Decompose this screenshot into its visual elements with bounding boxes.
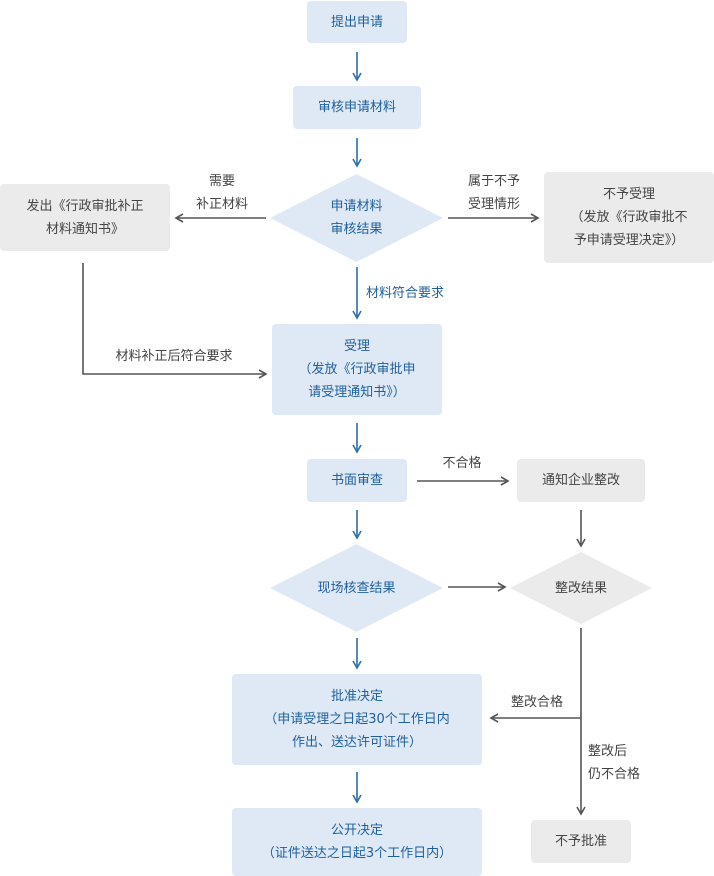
node-label-line: 请受理通知书》） xyxy=(308,385,406,400)
node-written-review: 书面审查 xyxy=(307,459,407,502)
edge-label-unqualified: 不合格 xyxy=(442,456,482,471)
node-label-line: （申请受理之日起30个工作日内 xyxy=(264,712,450,727)
edge-label-line: 属于不予 xyxy=(467,174,520,189)
node-label: 提出申请 xyxy=(330,14,383,30)
node-label: 审核申请材料 xyxy=(317,100,396,115)
node-label-line: 予申请受理决定》） xyxy=(573,233,685,248)
node-label-line: 受理 xyxy=(343,339,370,354)
node-not-approved: 不予批准 xyxy=(531,820,631,863)
node-label: 书面审查 xyxy=(330,473,383,488)
node-label-line: 申请材料 xyxy=(330,199,383,214)
edge-label-materials-compliant: 材料符合要求 xyxy=(366,286,445,301)
node-accepted: 受理 （发放《行政审批申 请受理通知书》） xyxy=(272,324,442,415)
node-onsite-inspection-result: 现场核查结果 xyxy=(270,544,443,632)
diamond-shape xyxy=(270,544,443,632)
node-approval-decision: 批准决定 （申请受理之日起30个工作日内 作出、送达许可证件） xyxy=(232,674,482,765)
node-materials-review-result: 申请材料 审核结果 xyxy=(270,174,443,262)
node-label-line: 发出《行政审批补正 xyxy=(26,198,144,214)
node-issue-correction-notice: 发出《行政审批补正 材料通知书》 xyxy=(0,184,170,251)
edge-label-line: 需要 xyxy=(208,174,235,189)
node-label: 不予批准 xyxy=(554,834,607,849)
edge-label-line: 整改后 xyxy=(588,744,628,759)
edge-label-line: 仍不合格 xyxy=(588,767,641,782)
edge-label-line: 受理情形 xyxy=(467,197,520,212)
node-label-line: 材料通知书》 xyxy=(45,221,124,237)
node-label: 通知企业整改 xyxy=(541,473,620,488)
node-label: 整改结果 xyxy=(554,580,607,596)
node-label-line: （证件送达之日起3个工作日内） xyxy=(261,846,453,861)
diamond-shape xyxy=(270,174,443,262)
node-label-line: 公开决定 xyxy=(330,823,383,838)
arrow-correction-to-accepted xyxy=(82,263,268,379)
edge-label-line: 补正材料 xyxy=(195,197,248,212)
node-public-decision: 公开决定 （证件送达之日起3个工作日内） xyxy=(232,808,482,876)
edge-label-needs-correction: 需要 补正材料 xyxy=(180,170,264,216)
node-review-materials: 审核申请材料 xyxy=(293,86,421,129)
node-label-line: 审核结果 xyxy=(330,222,383,237)
edge-label-rectified-ok: 整改合格 xyxy=(510,695,563,710)
edge-label-still-unqualified: 整改后 仍不合格 xyxy=(588,740,652,786)
node-label-line: 批准决定 xyxy=(330,689,383,704)
node-submit-application: 提出申请 xyxy=(307,1,407,43)
diamond-shape xyxy=(510,552,652,624)
node-label-line: 作出、送达许可证件） xyxy=(291,735,422,750)
node-label-line: （发放《行政审批申 xyxy=(298,362,416,377)
node-label: 现场核查结果 xyxy=(317,580,396,596)
node-rectification-result: 整改结果 xyxy=(510,552,652,624)
node-label-line: （发放《行政审批不 xyxy=(570,210,688,225)
node-not-accepted: 不予受理 （发放《行政审批不 予申请受理决定》） xyxy=(544,172,714,263)
edge-label-compliant-after-correction: 材料补正后符合要求 xyxy=(115,349,233,364)
edge-label-not-acceptable: 属于不予 受理情形 xyxy=(452,170,536,216)
node-label-line: 不予受理 xyxy=(602,187,655,202)
node-notify-rectification: 通知企业整改 xyxy=(517,459,645,502)
